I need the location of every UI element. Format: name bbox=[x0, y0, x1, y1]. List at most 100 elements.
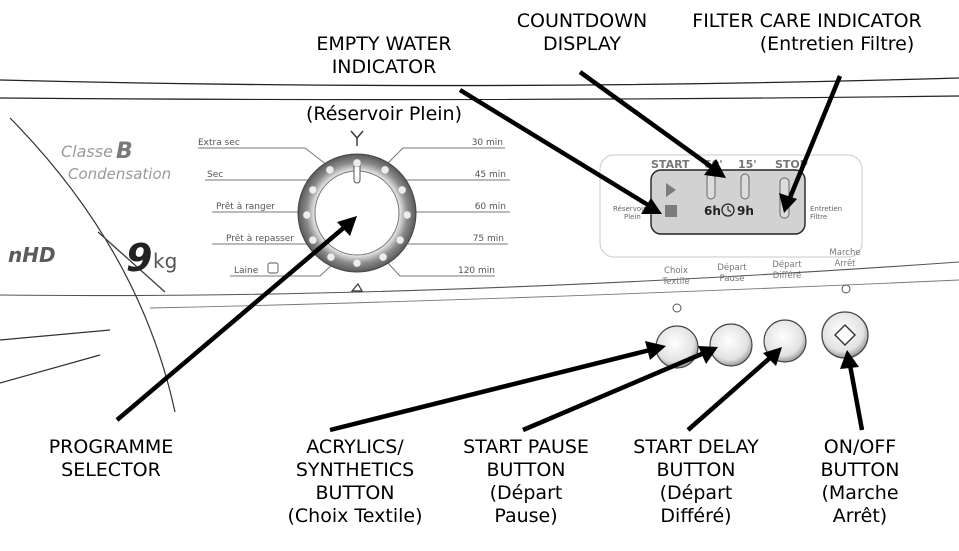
power-diamond-icon bbox=[834, 324, 856, 346]
callout-line: DISPLAY bbox=[543, 33, 621, 55]
btn-label: Différé bbox=[773, 270, 802, 281]
callout-line: ACRYLICS/ bbox=[306, 436, 404, 458]
dial-label: 120 min bbox=[458, 266, 495, 276]
dial-label: Laine bbox=[234, 266, 259, 276]
led-15 bbox=[740, 173, 750, 200]
capacity-unit: kg bbox=[153, 249, 177, 273]
display-time-b: 9h bbox=[737, 204, 754, 218]
btn-label: Choix bbox=[664, 266, 688, 276]
hanger-icon bbox=[350, 282, 364, 292]
reservoir-label: Plein bbox=[624, 213, 641, 221]
led-60 bbox=[706, 173, 716, 200]
classe-letter: B bbox=[116, 139, 133, 164]
btn-label: Départ bbox=[717, 262, 747, 273]
door-curve-inner bbox=[0, 329, 111, 341]
start-arrow-icon bbox=[666, 183, 676, 197]
arrowhead bbox=[698, 346, 718, 364]
reservoir-label: Réservoir bbox=[613, 205, 646, 213]
callout-line: Arrêt) bbox=[832, 505, 888, 527]
callout-start-delay: START DELAY BUTTON (Départ Différé) bbox=[616, 436, 776, 528]
arrow-countdown bbox=[578, 70, 715, 170]
arrowhead bbox=[704, 159, 726, 178]
depart-pause-button[interactable] bbox=[709, 323, 753, 367]
callout-line: BUTTON bbox=[486, 459, 566, 481]
dial-label: Prêt à repasser bbox=[226, 233, 294, 244]
dial-label: 60 min bbox=[475, 202, 506, 212]
display-label: 15' bbox=[738, 158, 757, 171]
arrowhead bbox=[337, 216, 357, 236]
panel-bottom-edge bbox=[0, 261, 959, 297]
fan-icon bbox=[350, 130, 364, 146]
arrowhead bbox=[779, 193, 797, 213]
dial-leaders bbox=[198, 147, 510, 277]
classe-label: Classe bbox=[61, 142, 113, 161]
reservoir-led bbox=[665, 205, 677, 217]
btn-label: Pause bbox=[720, 274, 745, 284]
callout-line: Différé) bbox=[660, 505, 732, 527]
filtre-label: Filtre bbox=[810, 213, 827, 221]
arrowhead bbox=[641, 198, 662, 214]
btn-label: Arrêt bbox=[834, 258, 856, 269]
dial-right-labels: 30 min 45 min 60 min 75 min 120 min bbox=[458, 138, 506, 276]
arrowhead bbox=[763, 347, 782, 366]
callout-line: (Départ bbox=[489, 482, 563, 504]
choix-led bbox=[672, 303, 682, 313]
callout-line: ON/OFF bbox=[823, 436, 897, 458]
callout-line: (Entretien Filtre) bbox=[759, 33, 915, 55]
display-top-labels: START 60' 15' STOP bbox=[651, 158, 808, 171]
callout-line: START DELAY bbox=[633, 436, 759, 458]
callout-line: PROGRAMME bbox=[48, 436, 174, 458]
panel-top-edge bbox=[0, 77, 959, 87]
callout-acrylics: ACRYLICS/ SYNTHETICS BUTTON (Choix Texti… bbox=[270, 436, 440, 528]
door-curve-inner-2 bbox=[0, 354, 101, 384]
callout-countdown: COUNTDOWN DISPLAY bbox=[502, 10, 662, 56]
dial-label: Sec bbox=[207, 170, 223, 180]
callout-line: COUNTDOWN bbox=[516, 10, 648, 32]
callout-start-pause: START PAUSE BUTTON (Départ Pause) bbox=[446, 436, 606, 528]
callout-filter-care: FILTER CARE INDICATOR (Entretien Filtre) bbox=[660, 10, 954, 56]
wool-icon bbox=[267, 262, 279, 274]
callout-on-off: ON/OFF BUTTON (Marche Arrêt) bbox=[800, 436, 920, 528]
arrow-start-delay bbox=[686, 355, 773, 432]
display-frame bbox=[599, 154, 863, 258]
btn-label: Départ bbox=[772, 259, 802, 270]
button-labels: Choix Textile Départ Pause Départ Différ… bbox=[661, 248, 860, 287]
callout-line: (Départ bbox=[659, 482, 733, 504]
callout-arrows bbox=[115, 70, 865, 433]
btn-label: Textile bbox=[661, 277, 689, 287]
callout-line: START PAUSE bbox=[463, 436, 589, 458]
filtre-label: Entretien bbox=[810, 205, 842, 213]
callout-line: BUTTON bbox=[315, 482, 395, 504]
condensation-label: Condensation bbox=[68, 165, 171, 183]
brand-divider bbox=[97, 231, 166, 293]
dial-label: Prêt à ranger bbox=[216, 201, 275, 212]
callout-programme: PROGRAMME SELECTOR bbox=[36, 436, 186, 482]
display-time-a: 6h bbox=[704, 204, 721, 218]
door-curve-outer bbox=[9, 117, 176, 413]
callout-line: Pause) bbox=[494, 505, 558, 527]
dial-left-labels: Extra sec Sec Prêt à ranger Prêt à repas… bbox=[198, 138, 294, 276]
dial-label: 75 min bbox=[473, 234, 504, 244]
arrowhead bbox=[840, 350, 859, 369]
display-label: START bbox=[651, 158, 690, 171]
callout-line: FILTER CARE INDICATOR bbox=[692, 10, 922, 32]
capacity-number: 9 bbox=[126, 236, 152, 280]
callout-line: (Choix Textile) bbox=[287, 505, 423, 527]
arrow-empty-water bbox=[458, 88, 650, 207]
marche-led bbox=[841, 284, 851, 294]
arrow-start-pause bbox=[522, 350, 705, 433]
brand-fragment: nHD bbox=[8, 243, 56, 267]
programme-selector-dial bbox=[297, 130, 417, 292]
arrow-filter bbox=[786, 75, 843, 201]
btn-label: Marche bbox=[829, 248, 860, 258]
callout-line: BUTTON bbox=[820, 459, 900, 481]
callout-line: EMPTY WATER bbox=[316, 33, 452, 55]
dial-label: 45 min bbox=[475, 170, 506, 180]
panel-bottom-edge-2 bbox=[149, 279, 959, 309]
display-side-labels: Réservoir Plein Entretien Filtre bbox=[613, 205, 842, 221]
arrow-acrylics bbox=[329, 347, 651, 433]
callout-line: (Marche bbox=[821, 482, 899, 504]
display-label: STOP bbox=[775, 158, 808, 171]
